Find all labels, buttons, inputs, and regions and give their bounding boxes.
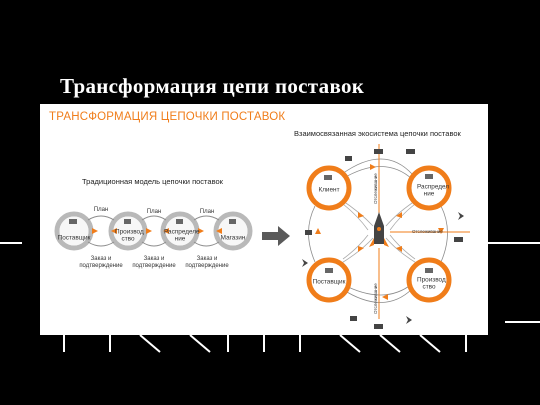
- store-icon: [229, 219, 236, 224]
- plan-label-2: План: [146, 209, 162, 215]
- eco-node-supplier: Поставщик: [312, 278, 346, 286]
- ship-icon: [350, 316, 357, 321]
- node-supplier: Поставщик: [57, 234, 91, 242]
- truck-icon: [325, 268, 333, 273]
- eco-node-client: Клиент: [318, 186, 340, 194]
- plan-label-3: План: [199, 209, 215, 215]
- order-label-3: Заказ и подтверждение: [185, 256, 229, 270]
- truck-icon: [374, 149, 383, 154]
- slide-title: Трансформация цепи поставок: [60, 74, 365, 98]
- node-store: Магазин: [220, 234, 246, 242]
- factory-icon: [124, 219, 131, 224]
- panel-heading: ТРАНСФОРМАЦИЯ ЦЕПОЧКИ ПОСТАВОК: [49, 111, 286, 123]
- ecosystem-diagram: [302, 144, 470, 329]
- eco-node-distribution: Распредел ние: [417, 183, 450, 198]
- airplane-icon: [458, 212, 464, 220]
- airplane-icon: [302, 259, 308, 267]
- order-label-2: Заказ и подтверждение: [132, 256, 176, 270]
- transition-arrow-icon: [262, 226, 290, 246]
- warehouse-icon: [425, 174, 433, 179]
- eco-node-production: Производ ство: [417, 276, 446, 291]
- factory-icon: [425, 268, 433, 273]
- tracking-label-top: Отслеживание: [373, 173, 378, 204]
- truck-icon: [69, 219, 77, 224]
- tracking-label-bottom: Отслеживание: [373, 283, 378, 314]
- rocket-icon: [369, 212, 389, 247]
- node-production: Производ ство: [115, 228, 144, 243]
- traditional-model-title: Традиционная модель цепочки поставок: [82, 177, 223, 186]
- content-image-panel: ТРАНСФОРМАЦИЯ ЦЕПОЧКИ ПОСТАВОК Традицион…: [40, 104, 488, 335]
- plan-label-1: План: [93, 207, 109, 213]
- truck-icon: [454, 237, 463, 242]
- ship-icon: [305, 230, 312, 235]
- truck-icon: [374, 324, 383, 329]
- ship-icon: [406, 149, 415, 154]
- warehouse-icon: [176, 219, 183, 224]
- person-icon: [324, 175, 332, 180]
- tracking-label-right: Отслеживание: [412, 229, 443, 234]
- node-distribution: Распределе ние: [164, 228, 200, 243]
- order-label-1: Заказ и подтверждение: [79, 256, 123, 270]
- ecosystem-title: Взаимосвязанная экосистема цепочки поста…: [294, 129, 461, 138]
- ship-icon: [345, 156, 352, 161]
- airplane-icon: [406, 316, 412, 324]
- traditional-model-diagram: [54, 211, 290, 251]
